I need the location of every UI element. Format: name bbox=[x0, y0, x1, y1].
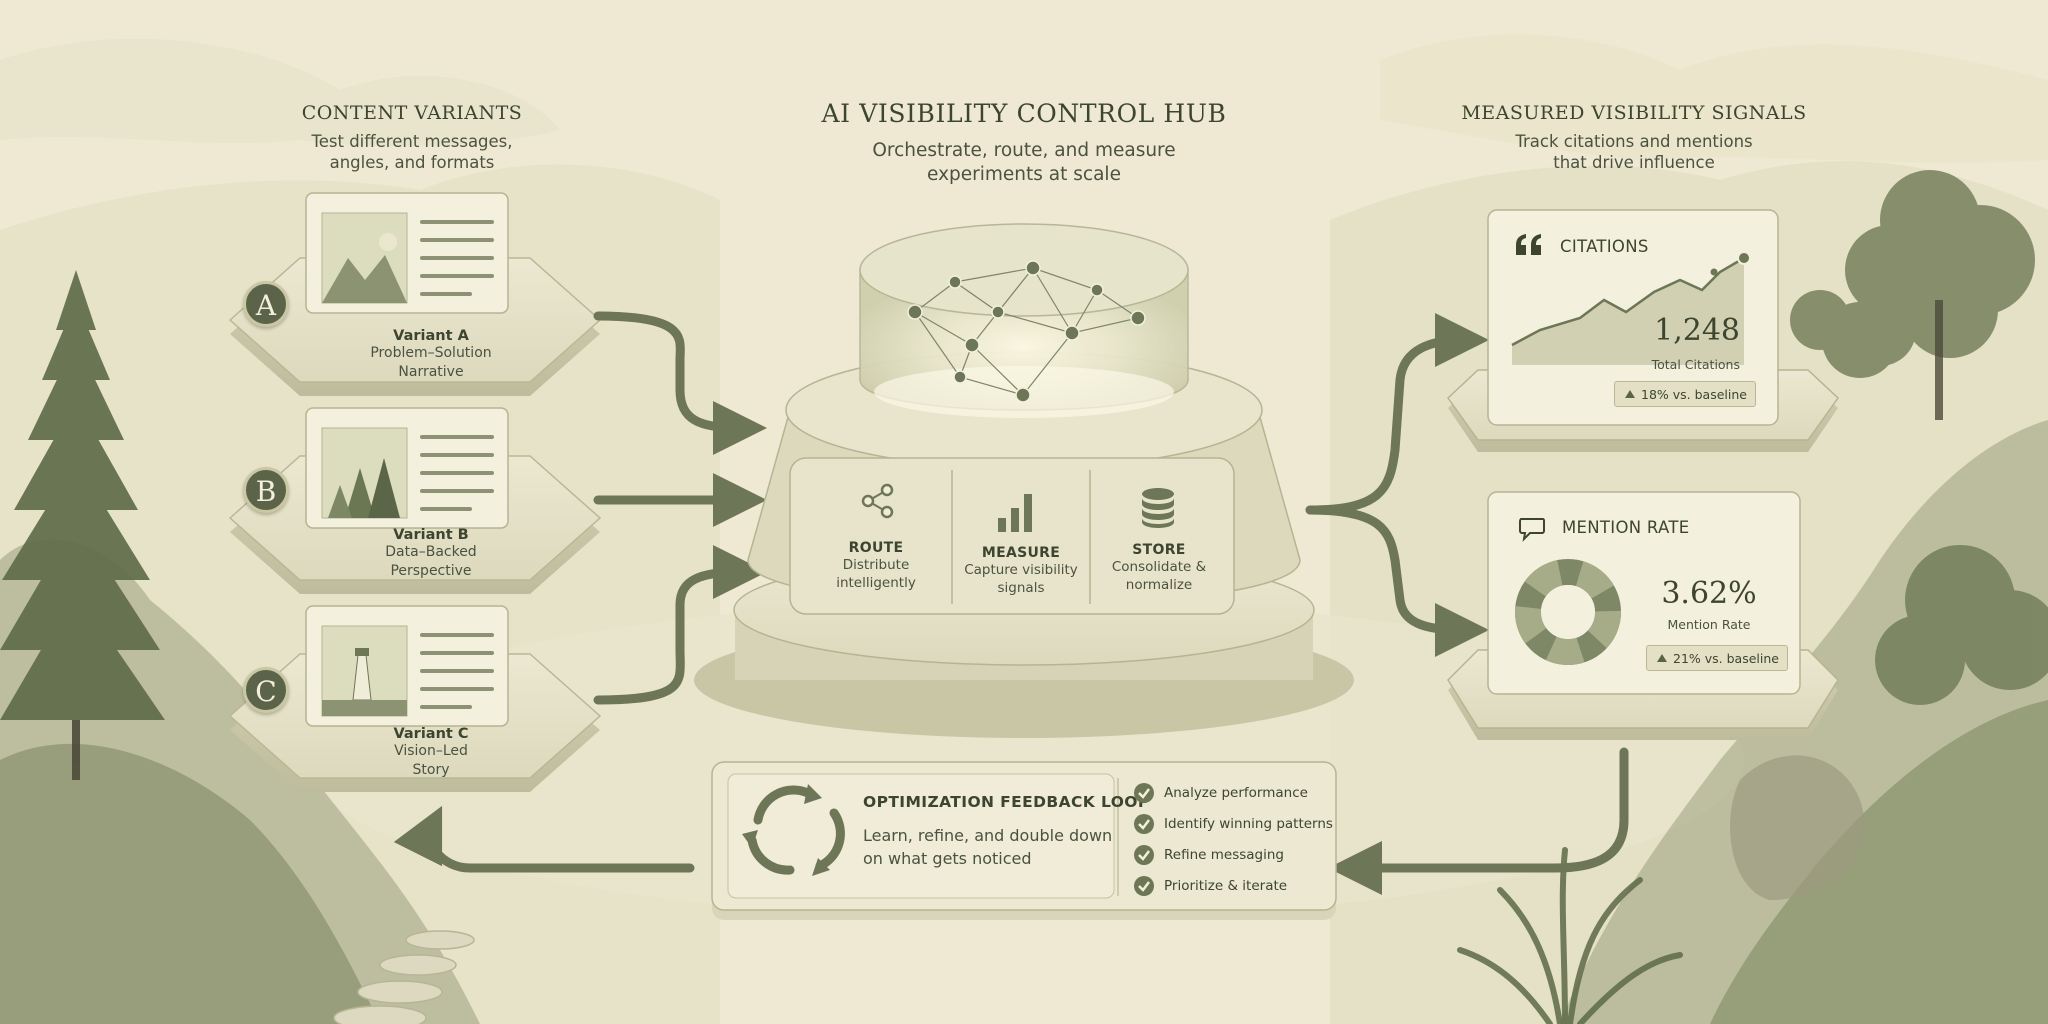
route-panel[interactable]: ROUTE Distribute intelligently bbox=[816, 540, 936, 592]
subtitle-line: that drive influence bbox=[1553, 153, 1715, 172]
store-panel[interactable]: STORE Consolidate & normalize bbox=[1094, 542, 1224, 594]
content-variants-title: CONTENT VARIANTS bbox=[301, 102, 523, 124]
variant-desc: Data–Backed bbox=[385, 544, 477, 560]
up-arrow-icon bbox=[1625, 390, 1635, 398]
hub-title: AI VISIBILITY CONTROL HUB bbox=[821, 99, 1227, 128]
citations-delta-badge: 18% vs. baseline bbox=[1614, 381, 1756, 407]
step-text: Prioritize & iterate bbox=[1164, 878, 1288, 894]
up-arrow-icon bbox=[1657, 654, 1667, 662]
bar-chart-icon bbox=[996, 490, 1036, 534]
check-icon bbox=[1134, 845, 1154, 865]
variant-c-label[interactable]: Variant C Vision–Led Story bbox=[341, 726, 521, 780]
subtitle-line: Orchestrate, route, and measure bbox=[872, 140, 1176, 161]
subtitle-line: experiments at scale bbox=[927, 164, 1121, 185]
variant-platforms bbox=[228, 192, 602, 792]
delta-text: 21% vs. baseline bbox=[1673, 651, 1779, 666]
feedback-loop-structure bbox=[711, 761, 1337, 920]
subtitle-line: Track citations and mentions bbox=[1515, 132, 1753, 151]
variant-name: Variant B bbox=[393, 527, 469, 543]
variant-desc: Story bbox=[412, 762, 450, 778]
step-item: Refine messaging bbox=[1134, 845, 1324, 869]
panel-label: ROUTE bbox=[848, 540, 904, 556]
variant-desc: Problem–Solution bbox=[370, 345, 492, 361]
mention-rate-value: 3.62% bbox=[1661, 576, 1757, 611]
desc-line: Learn, refine, and double down bbox=[863, 826, 1113, 845]
panel-desc: signals bbox=[997, 580, 1045, 596]
speech-bubble-icon bbox=[1518, 516, 1546, 542]
mention-rate-value-label: Mention Rate bbox=[1667, 617, 1751, 632]
panel-desc: normalize bbox=[1125, 577, 1193, 593]
panel-desc: Distribute bbox=[842, 557, 910, 573]
panel-desc: Consolidate & bbox=[1111, 559, 1207, 575]
hub-structure bbox=[694, 223, 1354, 738]
citations-value: 1,248 bbox=[1654, 313, 1740, 348]
refresh-cycle-icon bbox=[752, 786, 753, 787]
citations-title: CITATIONS bbox=[1560, 237, 1649, 256]
variant-b-badge: B bbox=[243, 467, 289, 513]
check-icon bbox=[1134, 876, 1154, 896]
step-item: Analyze performance bbox=[1134, 783, 1324, 807]
variant-desc: Perspective bbox=[390, 563, 472, 579]
panel-label: STORE bbox=[1132, 542, 1186, 558]
delta-text: 18% vs. baseline bbox=[1641, 387, 1747, 402]
variant-a-label[interactable]: Variant A Problem–Solution Narrative bbox=[341, 328, 521, 382]
content-variants-subtitle: Test different messages, angles, and for… bbox=[262, 131, 562, 173]
step-text: Identify winning patterns bbox=[1164, 816, 1333, 832]
step-text: Refine messaging bbox=[1164, 847, 1284, 863]
feedback-loop-title: OPTIMIZATION FEEDBACK LOOP bbox=[863, 793, 1150, 811]
hub-subtitle: Orchestrate, route, and measure experime… bbox=[774, 139, 1274, 187]
quote-icon bbox=[1514, 233, 1544, 257]
signals-title: MEASURED VISIBILITY SIGNALS bbox=[1461, 102, 1807, 124]
citations-value-label: Total Citations bbox=[1651, 357, 1740, 372]
panel-desc: intelligently bbox=[836, 575, 916, 591]
signals-subtitle: Track citations and mentions that drive … bbox=[1434, 131, 1834, 173]
mention-rate-delta-badge: 21% vs. baseline bbox=[1646, 645, 1788, 671]
variant-c-badge: C bbox=[243, 667, 289, 713]
subtitle-line: Test different messages, bbox=[311, 132, 513, 151]
subtitle-line: angles, and formats bbox=[329, 153, 495, 172]
variant-desc: Narrative bbox=[398, 364, 464, 380]
variant-b-label[interactable]: Variant B Data–Backed Perspective bbox=[341, 527, 521, 581]
variant-desc: Vision–Led bbox=[394, 743, 468, 759]
variant-name: Variant C bbox=[393, 726, 469, 742]
desc-line: on what gets noticed bbox=[863, 849, 1032, 868]
check-icon bbox=[1134, 814, 1154, 834]
measure-panel[interactable]: MEASURE Capture visibility signals bbox=[956, 545, 1086, 597]
panel-desc: Capture visibility bbox=[964, 562, 1078, 578]
share-icon bbox=[858, 481, 898, 521]
database-icon bbox=[1138, 486, 1178, 530]
step-item: Identify winning patterns bbox=[1134, 814, 1333, 838]
mention-rate-title: MENTION RATE bbox=[1562, 518, 1690, 537]
panel-label: MEASURE bbox=[981, 545, 1061, 561]
feedback-loop-desc: Learn, refine, and double down on what g… bbox=[863, 824, 1112, 870]
variant-a-badge: A bbox=[243, 281, 289, 327]
check-icon bbox=[1134, 783, 1154, 803]
step-item: Prioritize & iterate bbox=[1134, 876, 1324, 900]
connector-arrows bbox=[393, 311, 1629, 895]
step-text: Analyze performance bbox=[1164, 785, 1308, 801]
variant-name: Variant A bbox=[393, 328, 469, 344]
